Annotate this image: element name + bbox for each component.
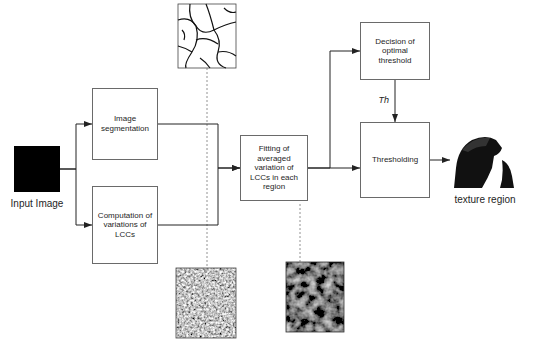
averaged-map [286,262,344,332]
box-label: Computation of variations of LCCs [97,211,153,240]
edge-label: Th [377,96,390,106]
segmentation-map [178,4,236,68]
process-box: Decision of optimal threshold [360,22,430,80]
variation-map [176,268,236,338]
arrow-connector [158,168,240,225]
process-box: Thresholding [360,122,430,198]
image-caption: texture region [454,194,515,206]
output-image: texture region [444,132,526,206]
arrow-connector [158,124,240,168]
arrow-connector [430,160,450,161]
box-label: Thresholding [372,155,418,165]
box-label: Fitting of averaged variation of LCCs in… [245,144,303,192]
input-image: Input Image [10,146,64,210]
arrow-connector [60,169,92,225]
arrow-connector [60,124,92,169]
arrow-connector [395,80,396,122]
arrow-connector [308,168,360,169]
arrow-connector [308,51,360,168]
box-label: Decision of optimal threshold [365,37,425,66]
process-box: Image segmentation [92,88,158,160]
image-frame [450,132,520,188]
image-caption: Input Image [11,198,64,210]
box-label: Image segmentation [97,114,153,133]
image-frame [14,146,60,192]
texture-region-image [450,132,520,188]
process-box: Fitting of averaged variation of LCCs in… [240,135,308,201]
process-box: Computation of variations of LCCs [92,186,158,264]
